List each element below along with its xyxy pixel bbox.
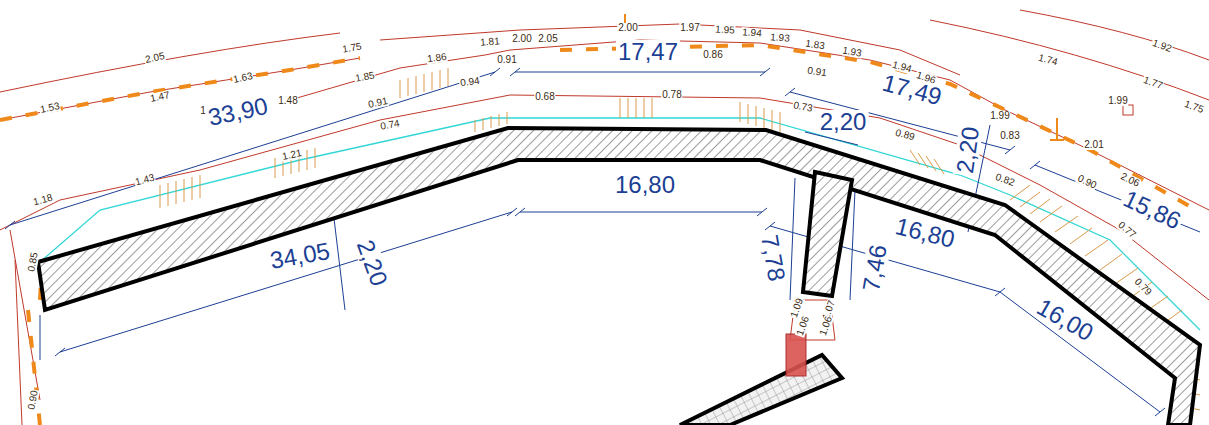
elevation-label: 0.68 [534,92,555,102]
elevation-label: 0.89 [893,127,916,142]
elevation-label: 0.79 [1132,276,1154,298]
dimension-label: 16,80 [613,173,677,197]
elevation-label: 0.74 [379,118,402,132]
elevation-label: 0.78 [661,90,682,100]
elevation-label: 1.99 [989,111,1010,121]
elevation-label: 0.91 [806,66,829,79]
elevation-label: 0.90 [26,389,40,412]
elevation-label: 1.53 [38,101,61,115]
elevation-label: 0.82 [993,172,1017,189]
elevation-label: 1.99 [1107,96,1128,106]
elevation-label: 1.63 [231,71,254,85]
dimension-label: 2,20 [953,123,984,177]
dimension-label: 2,20 [818,110,869,134]
dimension-label: 16,00 [1031,294,1098,347]
elevation-label: 0.86 [702,50,723,60]
elevation-label: 1.81 [479,36,501,48]
elevation-label: 1.85 [354,70,377,84]
dimension-label: 34,05 [266,239,333,274]
elevation-label: 1.95 [714,24,736,35]
elevation-label: 0.77 [1116,219,1139,240]
elevation-label: 2.00 [511,34,532,44]
elevation-label: 1.86 [426,52,449,65]
elevation-label: 2.05 [537,34,558,44]
elevation-label: 1.18 [31,192,54,207]
elevation-label: 1.83 [804,39,827,52]
elevation-label: 1.48 [277,96,298,106]
elevation-label: 0.83 [999,131,1020,141]
elevation-label: 2.01 [1083,140,1104,150]
elevation-label: 0.91 [366,96,389,110]
elevation-label: 0.94 [459,76,482,89]
elevation-label: 1.47 [148,90,171,104]
elevation-label: 1.97 [679,23,700,33]
elevation-label: 1.94 [741,27,763,39]
dimension-label: 7,46 [859,241,891,295]
dimension-label: 16,80 [891,214,959,253]
dimension-label: 7,78 [757,231,789,285]
dimension-label: 33,90 [204,94,272,131]
elevation-label: 1.93 [769,32,791,44]
dimension-label: 17,47 [616,40,680,64]
elevation-label: 1.75 [341,41,364,55]
elevation-label: 0.73 [792,100,815,114]
elevation-label: 1.92 [1150,38,1174,55]
elevation-label: 0.85 [26,251,40,274]
elevation-label: 1.77 [1141,75,1165,92]
elevation-label: 1.21 [280,148,303,162]
elevation-label: 1.74 [1036,52,1059,67]
elevation-label: 1.43 [133,172,156,187]
dimension-label: 2,20 [352,235,392,291]
elevation-label: 2.00 [617,23,638,33]
elevation-label: 0.91 [496,55,517,65]
elevation-label: 0.90 [1075,173,1099,191]
elevation-label: 1.93 [841,45,864,59]
elevation-label: 2.05 [143,51,166,65]
elevation-label: 1.75 [1182,99,1206,116]
